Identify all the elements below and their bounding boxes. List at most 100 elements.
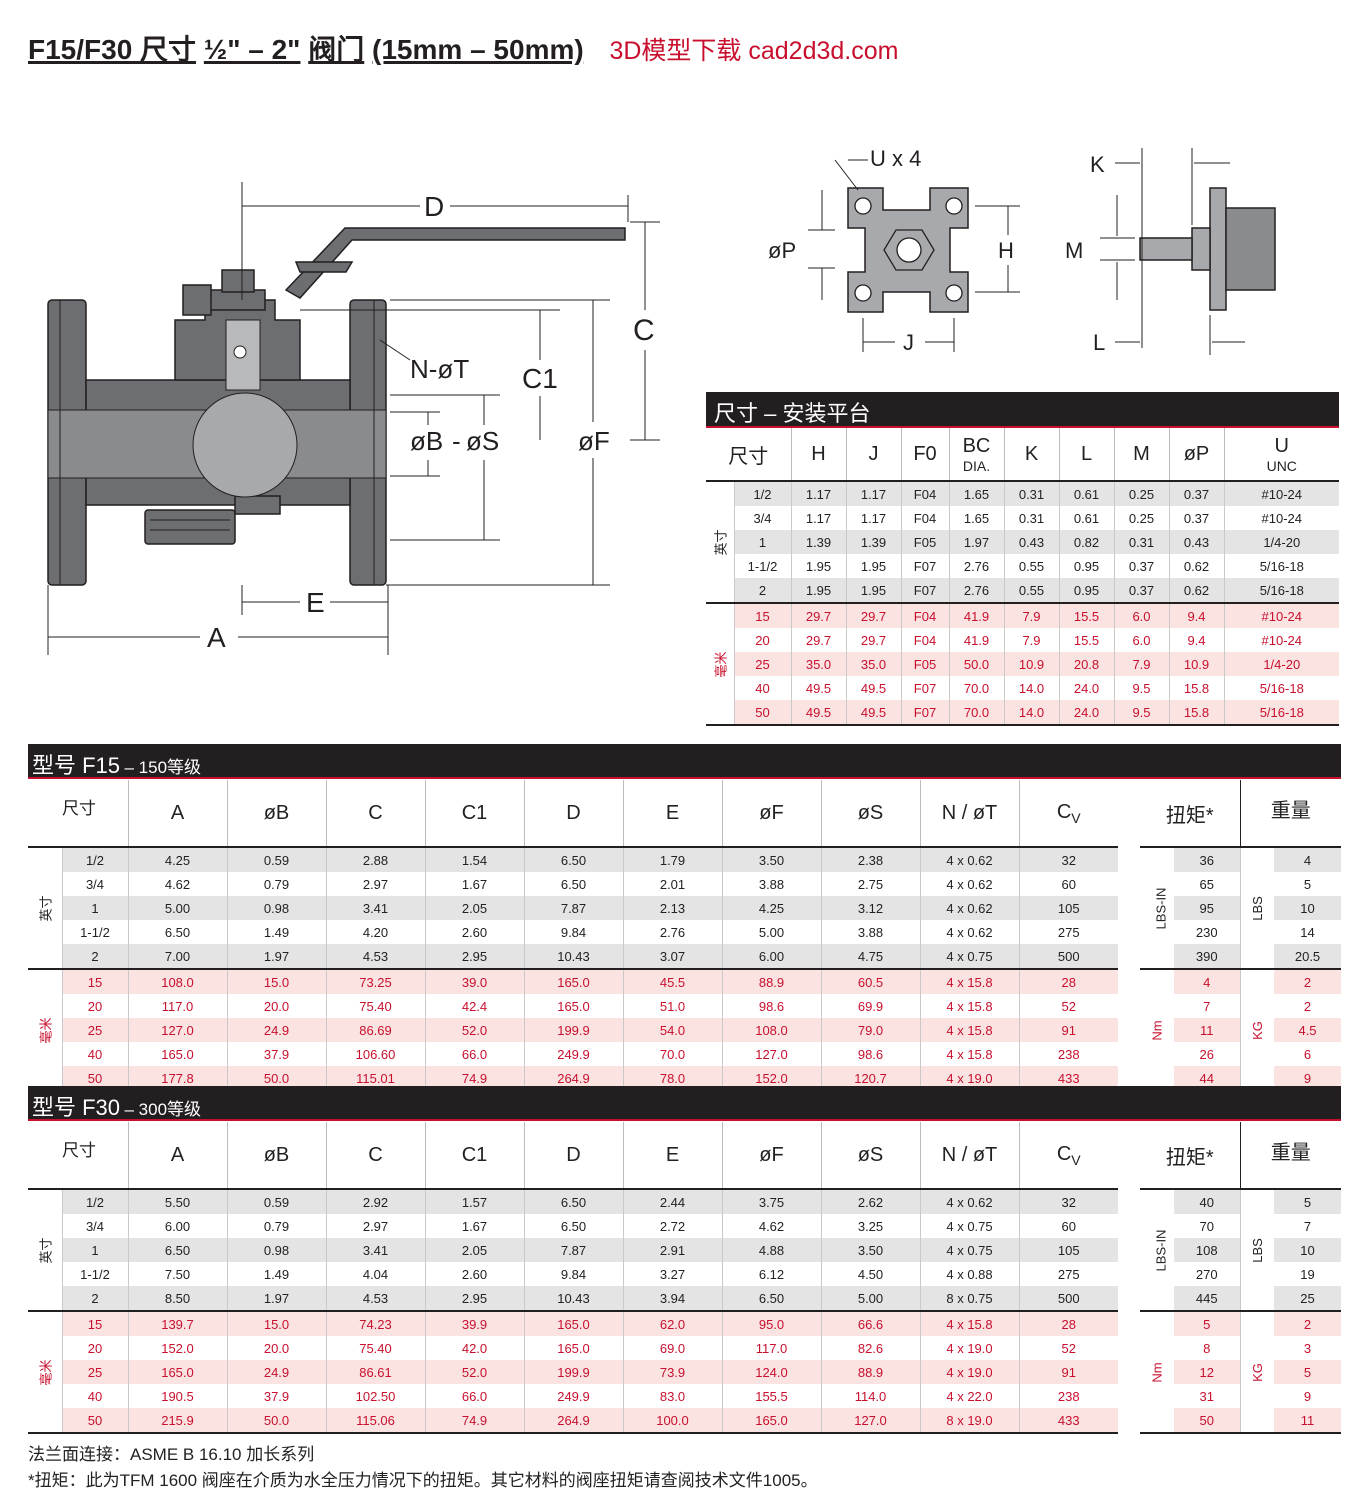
table-cell: 8 x 0.75 bbox=[920, 1286, 1020, 1312]
torque-value: 230 bbox=[1174, 920, 1241, 944]
table-header-0: 尺寸 bbox=[28, 1122, 129, 1190]
table-cell: 8 x 19.0 bbox=[920, 1408, 1020, 1434]
table-cell: 4 x 0.88 bbox=[920, 1262, 1020, 1286]
torque-value: 95 bbox=[1174, 896, 1241, 920]
table-cell: 62.0 bbox=[623, 1311, 723, 1336]
mount-cell: 0.55 bbox=[1004, 554, 1060, 578]
group-text: 毫米 bbox=[38, 1358, 54, 1386]
mount-cell: 9.4 bbox=[1169, 628, 1225, 652]
table-header-10: CV bbox=[1019, 1122, 1118, 1190]
table-cell: 9.84 bbox=[524, 920, 624, 944]
mount-cell: 9.5 bbox=[1114, 700, 1170, 726]
weight-unit: LBS bbox=[1240, 847, 1275, 970]
table-header-label: øB bbox=[263, 1143, 290, 1166]
mount-cell: 3/4 bbox=[734, 506, 792, 530]
cv-subscript: V bbox=[1071, 1151, 1081, 1168]
table-cell: 20.0 bbox=[227, 994, 327, 1018]
weight-header-label: 重量 bbox=[1270, 800, 1311, 822]
pad-label-h: H bbox=[998, 238, 1014, 263]
table-cell: 2.76 bbox=[623, 920, 723, 944]
table-cell: 2 bbox=[62, 1286, 129, 1312]
table-header-label: C1 bbox=[461, 1143, 488, 1166]
mount-cell: F04 bbox=[901, 603, 950, 628]
table-cell: 7.87 bbox=[524, 896, 624, 920]
mount-cell: 0.25 bbox=[1114, 481, 1170, 506]
table-cell: 3.07 bbox=[623, 944, 723, 970]
mount-cell: 29.7 bbox=[846, 603, 902, 628]
table-cell: 127.0 bbox=[722, 1042, 822, 1066]
table-header-label: E bbox=[665, 801, 680, 824]
table-cell: 6.50 bbox=[524, 872, 624, 896]
mount-cell: 10.9 bbox=[1169, 652, 1225, 676]
mount-cell: 15 bbox=[734, 603, 792, 628]
table-cell: 75.40 bbox=[326, 1336, 426, 1360]
table-cell: 199.9 bbox=[524, 1018, 624, 1042]
pad-label-l: L bbox=[1093, 330, 1105, 355]
torque-header: 扭矩* bbox=[1140, 780, 1241, 848]
valve-handle bbox=[284, 227, 626, 299]
mount-cell: 2.76 bbox=[949, 554, 1005, 578]
torque-unit: LBS-IN bbox=[1140, 1189, 1174, 1312]
table-cell: 66.0 bbox=[425, 1384, 525, 1408]
mount-cell: 24.0 bbox=[1059, 676, 1115, 700]
pad-label-k: K bbox=[1090, 152, 1105, 177]
header-watermark: 3D模型下载 cad2d3d.com bbox=[609, 37, 899, 65]
table-cell: 105 bbox=[1019, 1238, 1118, 1262]
weight-unit-text: LBS bbox=[1249, 1237, 1265, 1263]
table-cell: 117.0 bbox=[128, 994, 228, 1018]
table-cell: 165.0 bbox=[128, 1042, 228, 1066]
mount-cell: 1/4-20 bbox=[1224, 530, 1339, 554]
table-cell: 15 bbox=[62, 1311, 129, 1336]
table-cell: 4 x 0.62 bbox=[920, 872, 1020, 896]
table-cell: 2.88 bbox=[326, 847, 426, 872]
mount-cell: 0.61 bbox=[1059, 481, 1115, 506]
table-header-label: C bbox=[1056, 800, 1072, 823]
weight-value: 2 bbox=[1303, 998, 1312, 1014]
table-cell: 28 bbox=[1019, 969, 1118, 994]
table-cell: 199.9 bbox=[524, 1360, 624, 1384]
group-label: 英寸 bbox=[28, 1189, 63, 1312]
mount-header-label: F0 bbox=[913, 442, 937, 465]
mount-header-label: 尺寸 bbox=[728, 445, 769, 468]
table-cell: 6.50 bbox=[524, 1214, 624, 1238]
table-cell: 28 bbox=[1019, 1311, 1118, 1336]
table-cell: 1 bbox=[62, 1238, 129, 1262]
mount-table-rule bbox=[706, 426, 1339, 428]
mount-header-label: J bbox=[868, 442, 879, 465]
table-header-3: C bbox=[326, 780, 426, 848]
dim-label-c1: C1 bbox=[522, 363, 558, 394]
torque-value: 108 bbox=[1174, 1238, 1241, 1262]
table-cell: 114.0 bbox=[821, 1384, 921, 1408]
f30-title: 型号 F30 bbox=[32, 1095, 121, 1120]
mount-cell: 0.31 bbox=[1004, 506, 1060, 530]
table-cell: 6.50 bbox=[524, 1189, 624, 1214]
mount-cell: 6.0 bbox=[1114, 603, 1170, 628]
mount-cell: #10-24 bbox=[1261, 510, 1302, 526]
table-cell: 66.0 bbox=[425, 1042, 525, 1066]
table-cell: 0.59 bbox=[227, 1189, 327, 1214]
table-cell: 4 x 15.8 bbox=[920, 1311, 1020, 1336]
table-cell: 433 bbox=[1019, 1408, 1118, 1434]
mount-header-sub: DIA. bbox=[962, 457, 991, 474]
mount-cell: 29.7 bbox=[791, 628, 847, 652]
weight-unit-text: KG bbox=[1249, 1020, 1265, 1040]
table-header-8: øS bbox=[821, 780, 921, 848]
table-header-label: N / øT bbox=[941, 801, 998, 824]
table-cell: 165.0 bbox=[722, 1408, 822, 1434]
mount-header-label: M bbox=[1133, 442, 1150, 465]
table-cell: 1/2 bbox=[62, 847, 129, 872]
table-cell: 7.00 bbox=[128, 944, 228, 970]
table-cell: 3.27 bbox=[623, 1262, 723, 1286]
weight-value: 10 bbox=[1274, 896, 1342, 920]
torque-header-label: 扭矩* bbox=[1165, 1146, 1214, 1169]
mount-cell: 0.61 bbox=[1059, 506, 1115, 530]
table-cell: 4 x 0.75 bbox=[920, 1214, 1020, 1238]
